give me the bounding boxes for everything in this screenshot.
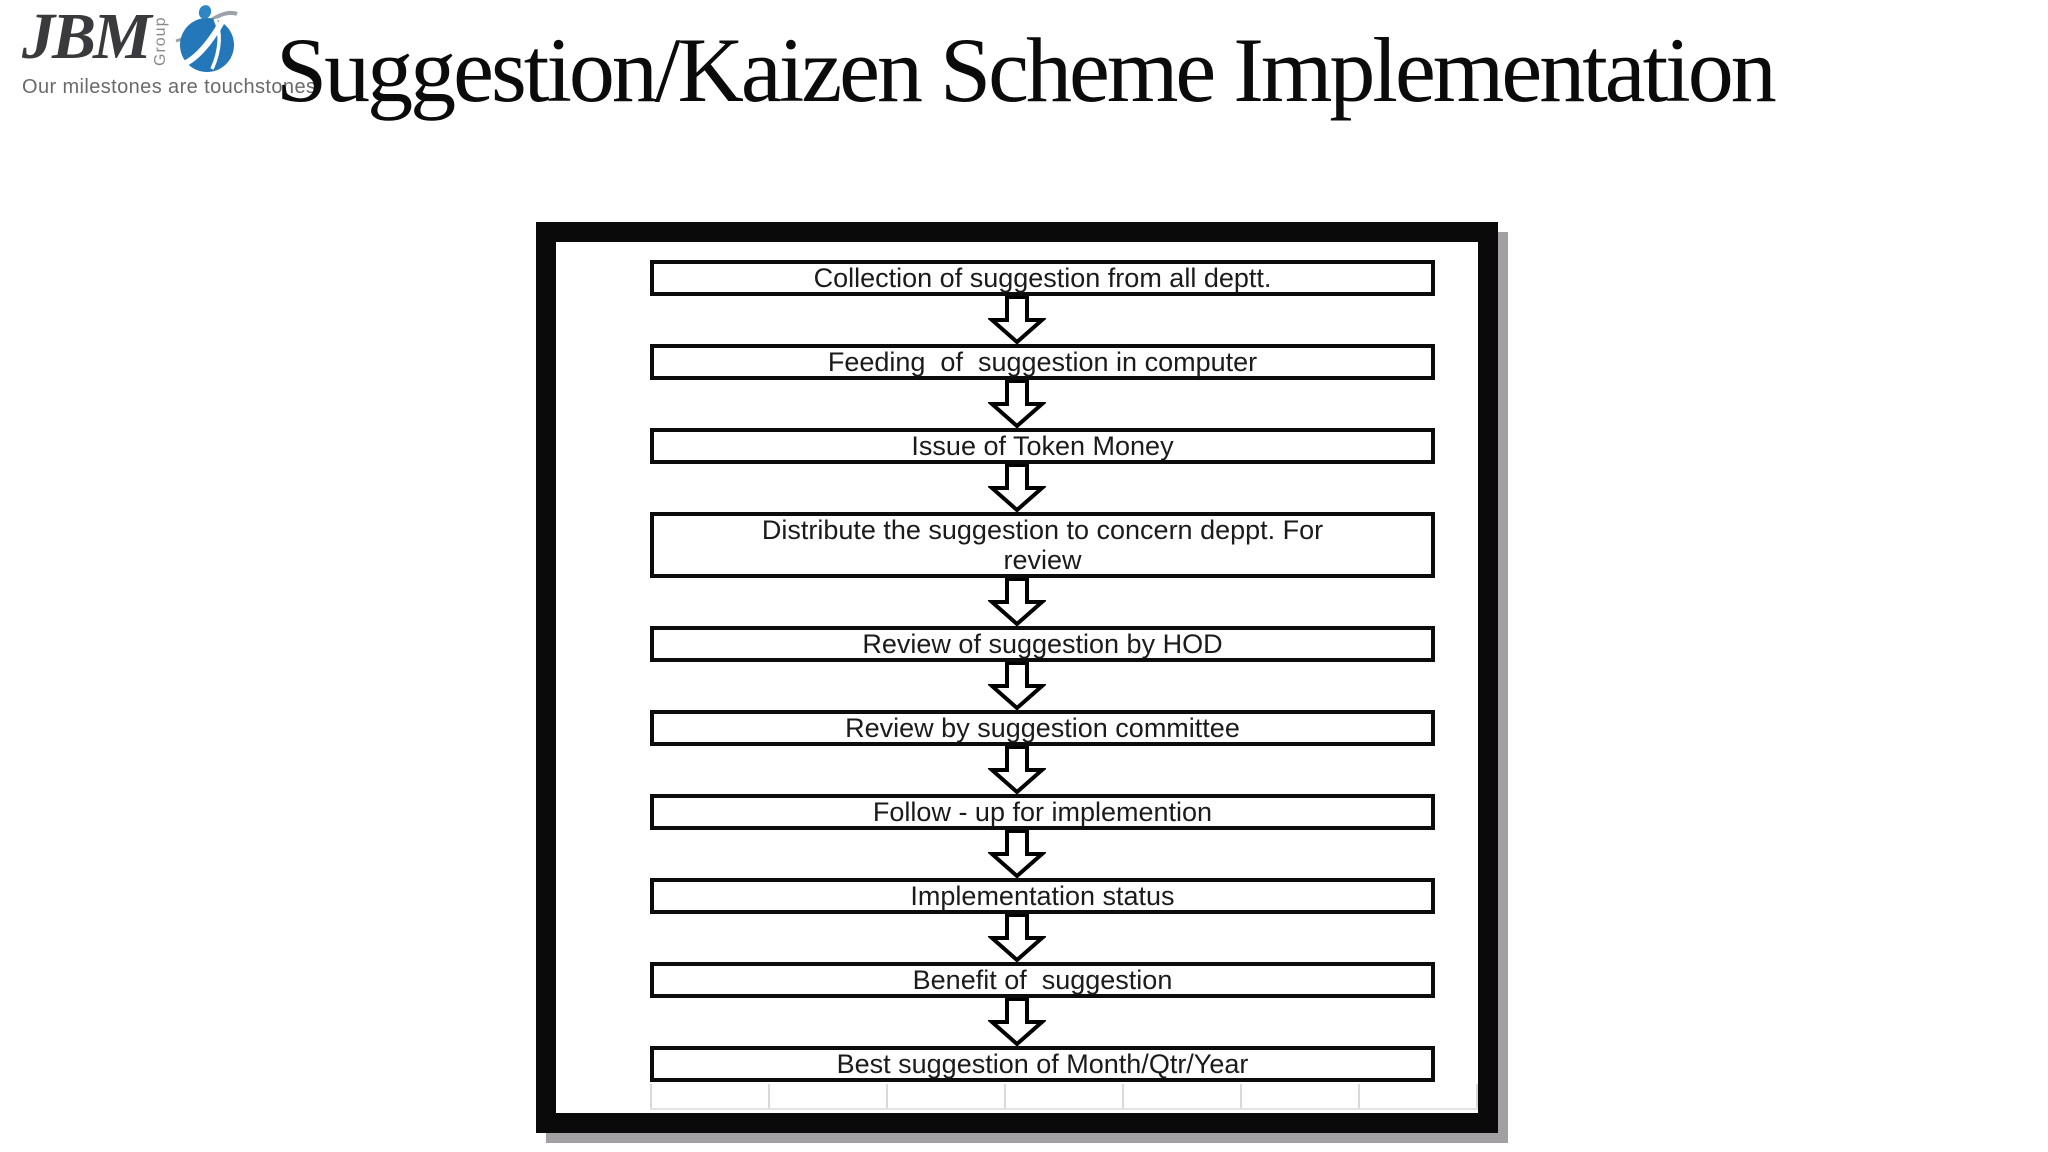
spreadsheet-cell: [1124, 1084, 1242, 1108]
flow-step-benefit: Benefit of suggestion: [650, 962, 1435, 998]
flowchart-frame: Collection of suggestion from all deptt.…: [536, 222, 1498, 1133]
flow-step-implementation-status: Implementation status: [650, 878, 1435, 914]
down-arrow-icon: [988, 296, 1046, 344]
down-arrow-icon: [988, 746, 1046, 794]
spreadsheet-cell: [888, 1084, 1006, 1108]
spreadsheet-cell: [1360, 1084, 1478, 1108]
globe-icon: [175, 5, 238, 72]
down-arrow-icon: [988, 380, 1046, 428]
flow-step-distribute: Distribute the suggestion to concern dep…: [650, 512, 1435, 578]
down-arrow-icon: [988, 914, 1046, 962]
spreadsheet-cell: [1242, 1084, 1360, 1108]
spreadsheet-grid-row: [650, 1084, 1478, 1110]
logo-group-text: Group: [151, 16, 169, 66]
down-arrow-icon: [988, 662, 1046, 710]
jbm-logo: JBM Group Our milestones are touchstones: [22, 0, 317, 99]
flow-step-review-hod: Review of suggestion by HOD: [650, 626, 1435, 662]
logo-tagline: Our milestones are touchstones: [22, 76, 317, 98]
flow-step-follow-up: Follow - up for implemention: [650, 794, 1435, 830]
slide-title: Suggestion/Kaizen Scheme Implementation: [276, 19, 1777, 121]
flow-step-best-suggestion: Best suggestion of Month/Qtr/Year: [650, 1046, 1435, 1082]
down-arrow-icon: [988, 578, 1046, 626]
down-arrow-icon: [988, 998, 1046, 1046]
down-arrow-icon: [988, 464, 1046, 512]
flow-step-feeding: Feeding of suggestion in computer: [650, 344, 1435, 380]
flow-step-review-committee: Review by suggestion committee: [650, 710, 1435, 746]
flow-step-token-money: Issue of Token Money: [650, 428, 1435, 464]
down-arrow-icon: [988, 830, 1046, 878]
flow-step-collection: Collection of suggestion from all deptt.: [650, 260, 1435, 296]
logo-brand-text: JBM: [22, 0, 152, 73]
spreadsheet-cell: [770, 1084, 888, 1108]
spreadsheet-cell: [1006, 1084, 1124, 1108]
spreadsheet-cell: [650, 1084, 770, 1108]
logo-row: JBM Group: [22, 0, 272, 73]
